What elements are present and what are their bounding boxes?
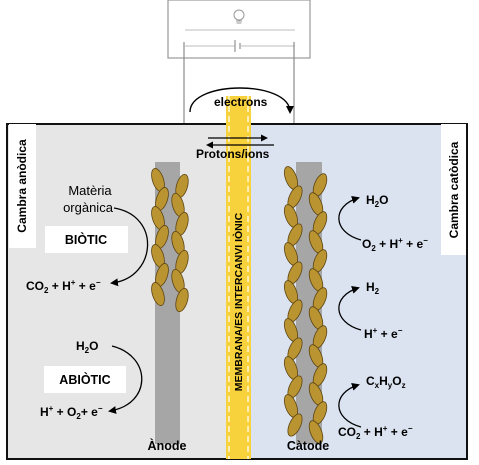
biotic-box	[45, 226, 128, 253]
electrons-label: electrons	[214, 95, 268, 109]
anode-chamber	[7, 124, 239, 459]
cathode-reaction-1-product: H2O	[366, 193, 388, 209]
abiotic-label: ABIÒTIC	[59, 372, 110, 387]
abiotic-reaction-arrow	[108, 345, 143, 414]
cathode-reaction-1-reactants: O2 + H+ + e−	[362, 236, 428, 253]
electrons-arrow	[189, 87, 294, 114]
bacterium	[151, 282, 165, 306]
lightbulb-icon	[233, 9, 245, 24]
organic-matter-line1: Matèria	[68, 183, 112, 198]
biotic-reaction-arrow	[110, 207, 149, 287]
cathode-chamber-label-box	[441, 124, 466, 255]
cathode-reaction-2-product: H2	[366, 280, 380, 296]
external-circuit-box	[167, 0, 311, 59]
membrane-label: MEMBRANA/ES INTERCANVI IÒNIC	[232, 212, 245, 391]
organic-matter-line2: orgànica	[63, 200, 114, 215]
ion-exchange-membrane	[226, 96, 251, 459]
cathode-chamber-label: Cambra catòdica	[447, 141, 461, 238]
cathode-reaction-2-reactants: H+ + e−	[364, 326, 403, 341]
cathode-reaction-1-arrow	[338, 195, 362, 241]
bacterium	[308, 420, 324, 444]
cathode-biofilm	[284, 166, 328, 444]
bacterium	[287, 413, 303, 437]
cathode-label: Càtode	[287, 439, 329, 453]
biotic-label: BIÒTIC	[65, 232, 107, 247]
anode-label: Ànode	[148, 438, 187, 453]
battery-icon	[185, 40, 295, 52]
anode-biotic-products: CO2 + H+ + e−	[26, 278, 101, 295]
anode-abiotic-products: H+ + O2+ e−	[40, 404, 103, 421]
anode-chamber-label: Cambra anòdica	[15, 139, 29, 233]
bacterium	[175, 287, 189, 313]
cathode-reaction-3-product: CxHyOz	[366, 374, 406, 390]
cathode-reaction-3-reactants: CO2 + H+ + e−	[338, 424, 413, 441]
anode-chamber-label-box	[9, 124, 36, 248]
cathode-chamber	[239, 124, 467, 459]
abiotic-box	[44, 366, 126, 393]
protons-label: Protons/ions	[196, 147, 270, 161]
cathode-reaction-2-arrow	[338, 285, 362, 331]
anode-biofilm	[151, 168, 189, 313]
cathode-reaction-3-arrow	[338, 382, 362, 428]
anode-abiotic-reactant: H2O	[76, 339, 98, 355]
